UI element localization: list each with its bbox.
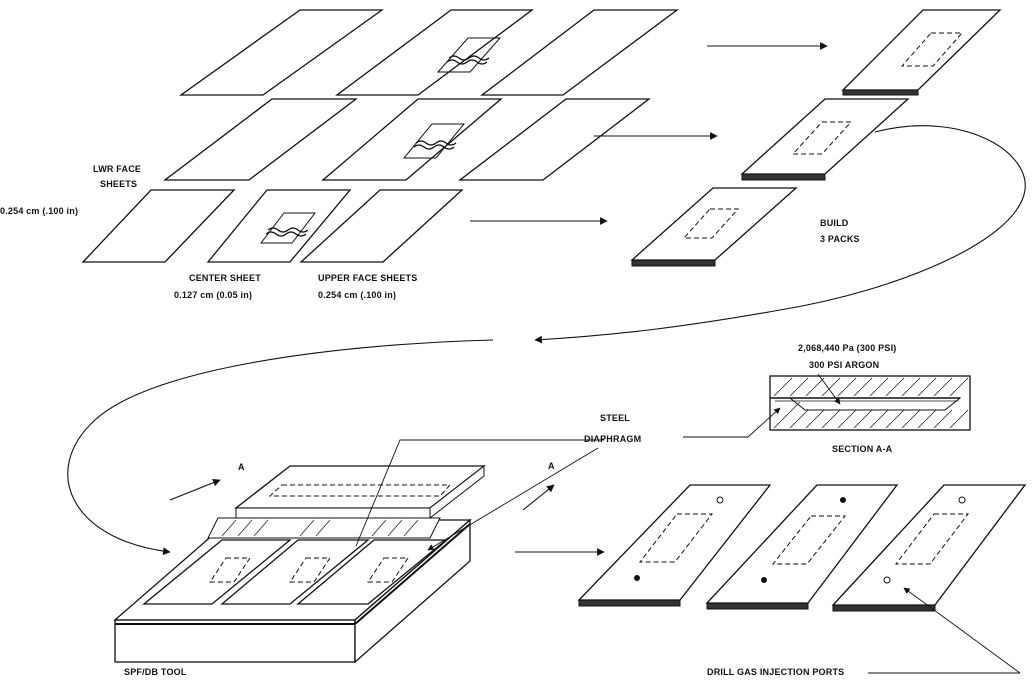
row2-lower-face-sheet — [165, 99, 356, 180]
row1-pack — [843, 10, 1000, 95]
row3-pack — [632, 188, 796, 266]
upper-face-thickness-label: 0.254 cm (.100 in) — [318, 290, 396, 300]
section-a-a-label: SECTION A-A — [832, 444, 892, 454]
section-a-a-view — [770, 376, 970, 430]
diaphragm-label: DIAPHRAGM — [584, 434, 641, 444]
section-arrow-left — [170, 480, 220, 500]
spf-db-tool-label: SPF/DB TOOL — [124, 667, 187, 677]
center-sheet-thickness-label: 0.127 cm (0.05 in) — [174, 290, 252, 300]
pressure-pa-label: 2,068,440 Pa (300 PSI) — [798, 343, 896, 353]
section-mark-left: A — [238, 462, 245, 472]
argon-label: 300 PSI ARGON — [809, 360, 879, 370]
steel-label: STEEL — [600, 413, 630, 423]
lwr-face-sheets-label-1: LWR FACE — [93, 164, 141, 174]
row2-upper-face-sheet — [460, 99, 649, 180]
lwr-face-thickness-label: 0.254 cm (.100 in) — [0, 206, 78, 216]
row1-lower-face-sheet — [181, 10, 382, 95]
section-arrow-right — [523, 485, 554, 510]
section-mark-right: A — [548, 461, 555, 471]
packs-label: 3 PACKS — [820, 234, 860, 244]
center-sheet-label: CENTER SHEET — [189, 273, 261, 283]
build-label: BUILD — [820, 218, 849, 228]
drill-ports-label: DRILL GAS INJECTION PORTS — [707, 667, 844, 677]
drill-leader — [904, 588, 1020, 673]
upper-face-sheets-label: UPPER FACE SHEETS — [318, 273, 417, 283]
diaphragm-leader-to-section — [683, 408, 780, 437]
lwr-face-sheets-label-2: SHEETS — [100, 179, 137, 189]
spf-db-tool — [115, 520, 470, 662]
row2-center-sheet — [323, 99, 501, 180]
row3-lower-face-sheet — [83, 190, 234, 262]
row2-pack — [742, 99, 908, 180]
